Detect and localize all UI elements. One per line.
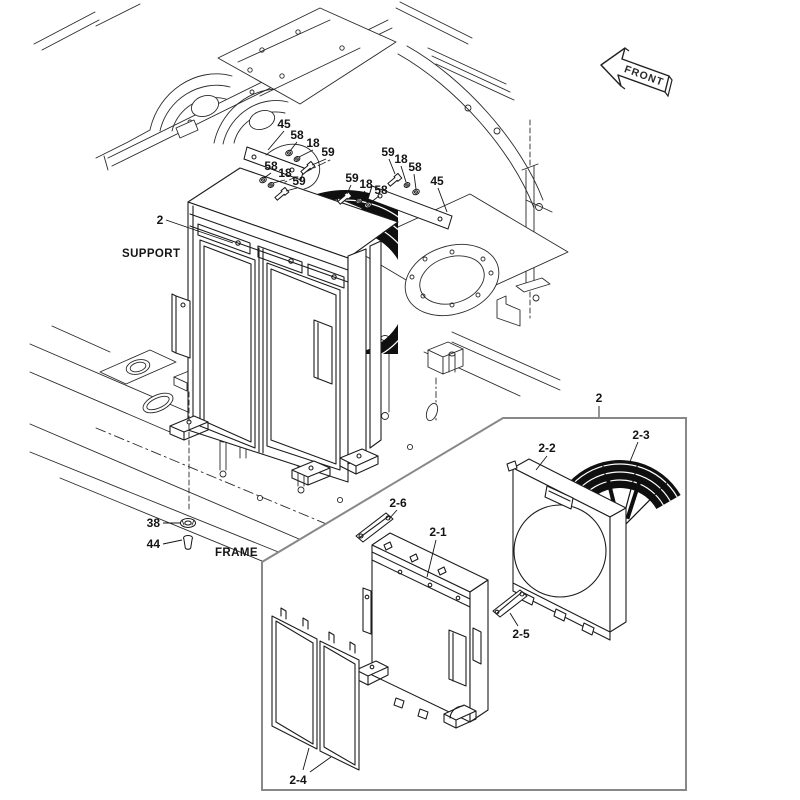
shroud-part [506,458,627,641]
callout-59-b: 59 [292,174,306,188]
support-label: SUPPORT [122,248,180,260]
callout-59-right: 59 [381,145,395,159]
mount-bracket-left [243,146,305,181]
callout-38: 38 [147,516,161,530]
frame-label: FRAME [215,547,258,559]
mounting-hardware [180,143,453,550]
front-arrow-shape [600,47,670,93]
callout-58-a: 58 [290,128,304,142]
callout-assembly-2: 2 [157,213,164,227]
radiator-core-part [355,532,489,729]
callout-58-b: 58 [264,159,278,173]
net-panels-part [271,607,360,771]
callout-2-4: 2-4 [289,773,307,787]
callout-59-a: 59 [321,145,335,159]
callout-18-right: 18 [394,152,408,166]
exploded-view-contents: 2-2 2-3 2-6 2-1 2-5 2-4 [271,428,681,787]
upper-bracket-part [355,512,394,543]
callout-45-left: 45 [277,117,291,131]
callout-45-right: 45 [430,174,444,188]
lower-bracket-part [492,589,528,618]
bolt-44-icon [183,535,193,550]
callout-18-mid: 18 [359,177,373,191]
side-bracket [175,295,191,359]
callout-2-1: 2-1 [429,525,447,539]
bearing-bolt-holes [409,249,494,308]
radiator-assembly-main [169,167,399,486]
callout-58-mid: 58 [374,183,388,197]
clamp-wire [265,143,321,190]
bolt-icons [274,160,403,205]
main-view-callouts: 45 58 18 59 58 18 59 59 18 58 59 18 58 4… [122,117,448,559]
door-handle [313,319,333,385]
front-direction-arrow: FRONT [600,47,673,98]
callout-detail-assembly-2: 2 [596,391,603,405]
callout-2-5: 2-5 [512,627,530,641]
washer-icons [259,149,420,209]
callout-58-right: 58 [408,160,422,174]
callout-2-3: 2-3 [632,428,650,442]
callout-18-b: 18 [278,166,292,180]
radiator-right-channel [347,248,367,465]
callout-44: 44 [147,537,161,551]
mount-bracket-right [367,185,453,230]
callout-18-a: 18 [306,136,320,150]
callout-2-2: 2-2 [538,441,556,455]
callout-59-mid: 59 [345,171,359,185]
callout-2-6: 2-6 [389,496,407,510]
chassis-frame-drawing [29,1,569,599]
